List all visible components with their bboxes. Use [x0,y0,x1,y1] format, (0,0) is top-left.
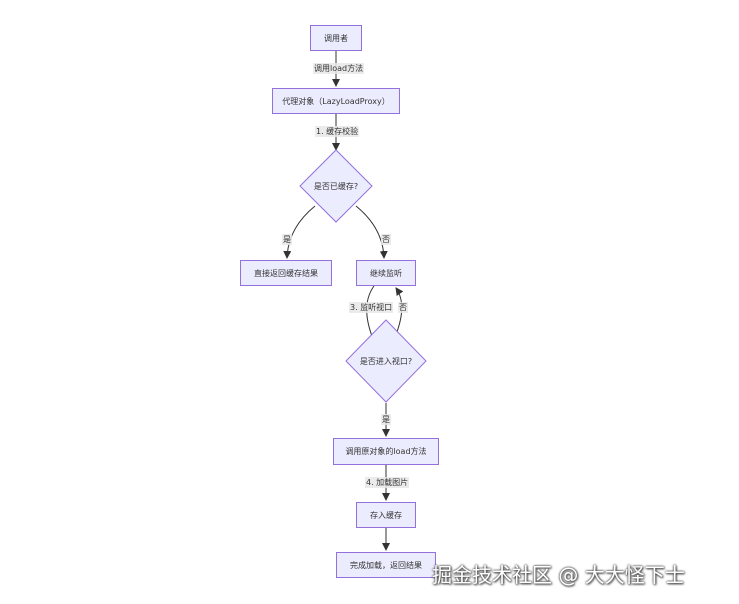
decision-is-cached [299,149,373,223]
edge-label-load-image: 4. 加载图片 [365,477,410,488]
edge-label-no-viewport: 否 [398,302,408,313]
edge-cached-no [355,205,388,259]
edge-label-call-load: 调用load方法 [313,63,365,74]
edge-label-listen-viewport: 3. 监听视口 [349,302,394,313]
decision-in-viewport [345,319,427,403]
watermark: 掘金技术社区 @ 大大怪下士 [432,563,685,587]
node-done: 完成加载，返回结果 [336,552,436,578]
node-call-original-load: 调用原对象的load方法 [333,438,439,465]
edge-label-yes-cached: 是 [282,234,292,245]
node-return-cache: 直接返回缓存结果 [240,260,332,286]
edge-label-no-cached: 否 [381,234,391,245]
edge-cached-yes [283,205,316,259]
edge-label-yes-viewport: 是 [381,414,391,425]
node-keep-listening: 继续监听 [356,260,416,286]
node-proxy: 代理对象（LazyLoadProxy） [272,88,400,114]
node-caller: 调用者 [310,25,362,51]
node-save-cache: 存入缓存 [356,502,416,528]
edge-label-check-cache: 1. 缓存校验 [315,126,360,137]
